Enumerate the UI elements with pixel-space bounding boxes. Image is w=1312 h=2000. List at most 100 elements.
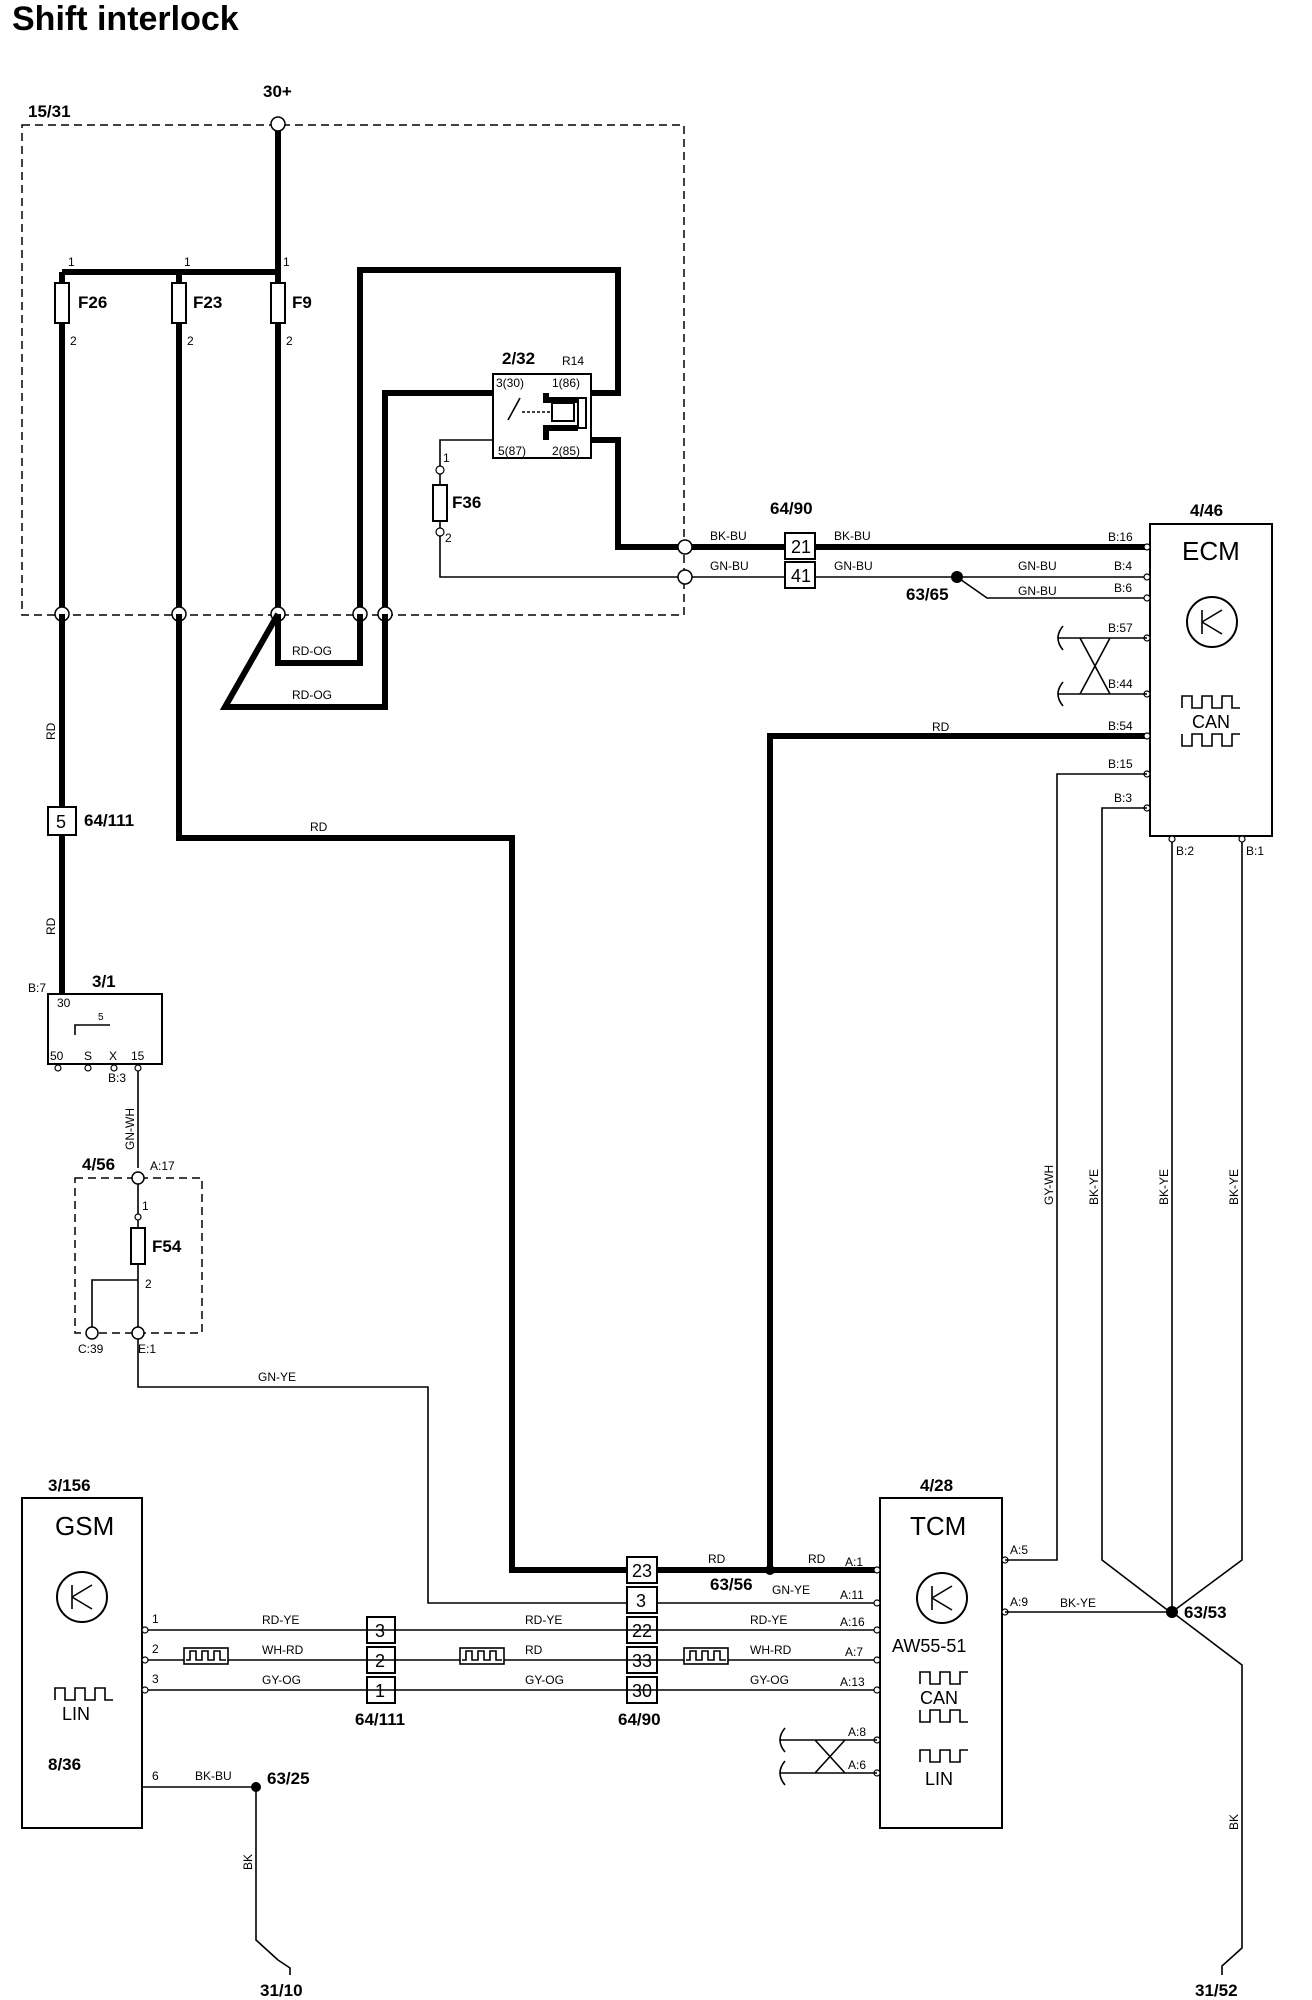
wire-rdog-2 <box>219 612 388 710</box>
gsm-transistor-icon <box>56 1571 108 1623</box>
f36-pin2-dot <box>435 527 445 537</box>
fuse-f26-label: F26 <box>78 293 107 312</box>
tcm-a11: A:11 <box>840 1588 864 1602</box>
ecm-b4: B:4 <box>1114 559 1132 573</box>
wire-label-bkbu-2: BK-BU <box>834 529 871 543</box>
wire-label-gyog-3: GY-OG <box>750 1673 789 1687</box>
wire-gnbu-b6 <box>956 576 1150 599</box>
conn-64-90-pin3-label: 3 <box>636 1591 646 1611</box>
module-4-56-pin-a17 <box>131 1171 145 1185</box>
wire-label-bkbu-3: BK-BU <box>195 1769 232 1783</box>
ecm-can-label: CAN <box>1192 712 1230 732</box>
wire-rd-ecm <box>767 733 1150 1573</box>
relay-int-86 <box>543 393 578 403</box>
ecm-b15: B:15 <box>1108 757 1133 771</box>
ignition-ps: S <box>84 1049 92 1063</box>
ignition-id: 3/1 <box>92 972 116 991</box>
conn-64-90-label-bottom: 64/90 <box>618 1710 661 1729</box>
relay-id: 2/32 <box>502 349 535 368</box>
fuse-f36-label: F36 <box>452 493 481 512</box>
ignition-pin-15 <box>134 1064 142 1072</box>
ecm-b54: B:54 <box>1108 719 1133 733</box>
conn-64-90-pin30-label: 30 <box>632 1681 652 1701</box>
ecm-name: ECM <box>1182 536 1240 566</box>
relay-pin86: 1(86) <box>552 376 580 390</box>
ignition-p15: 15 <box>131 1049 145 1063</box>
ground-31-52: 31/52 <box>1195 1981 1238 2000</box>
wire-relay-86 <box>357 267 621 614</box>
conn-64-90-pin41 <box>784 561 816 589</box>
ground-31-10-symbol <box>277 1959 291 1975</box>
wire-label-rd-1: RD <box>44 722 58 740</box>
conn-64-111-pin5-label: 5 <box>56 812 66 832</box>
wire-label-rd-2: RD <box>44 917 58 935</box>
f26-pin1: 1 <box>68 255 75 269</box>
gsm-transistor-symbol <box>71 1584 93 1610</box>
module-4-56-a17: A:17 <box>150 1159 175 1173</box>
splice-63-56 <box>765 1565 775 1575</box>
relay-resistor <box>577 397 587 429</box>
fuse-f23 <box>171 282 187 324</box>
wire-relay-30 <box>382 390 493 614</box>
module-4-56-e1: E:1 <box>138 1342 156 1356</box>
gsm-name: GSM <box>55 1511 114 1541</box>
wire-label-gnye-2: GN-YE <box>772 1583 810 1597</box>
fuse-f23-label: F23 <box>193 293 222 312</box>
ignition-p30: 30 <box>57 996 71 1010</box>
conn-64-111-pin1-label: 1 <box>375 1681 385 1701</box>
fuse-f26 <box>54 282 70 324</box>
supply-terminal <box>270 116 286 132</box>
conn-64-90-pin3 <box>626 1586 658 1614</box>
wire-label-rd-3: RD <box>310 820 328 834</box>
tcm-pins <box>873 1556 1009 1777</box>
ignition-switch-3-1 <box>47 993 163 1065</box>
wire-label-gnbu-1: GN-BU <box>710 559 749 573</box>
wire-bkye-b3 <box>1101 807 1171 1613</box>
f36-pin1: 1 <box>443 451 450 465</box>
splice-63-25-label: 63/25 <box>267 1769 310 1788</box>
f54-to-c39 <box>91 1279 138 1333</box>
wire-label-gnbu-4: GN-BU <box>1018 584 1057 598</box>
diagram-title: Shift interlock <box>12 0 239 38</box>
tcm-can-icon-2 <box>919 1709 968 1723</box>
conn-64-90-pin21-label: 21 <box>791 537 811 557</box>
tcm-a8: A:8 <box>848 1725 866 1739</box>
wire-label-gyog-2: GY-OG <box>525 1673 564 1687</box>
tcm-a16: A:16 <box>840 1615 865 1629</box>
wire-label-whrd-2: WH-RD <box>750 1643 792 1657</box>
conn-64-111-pin5 <box>47 806 77 836</box>
ecm-can-icon-1 <box>1181 695 1240 709</box>
wire-bk-ground <box>1171 1611 1243 1975</box>
tcm-transistor-symbol <box>931 1585 953 1611</box>
relay-coil <box>551 402 575 422</box>
gsm-module <box>21 1497 143 1829</box>
wire-relay-87 <box>439 439 493 470</box>
pulse-icon-3 <box>686 1650 726 1661</box>
tcm-name: TCM <box>910 1511 966 1541</box>
relay-pin85: 2(85) <box>552 444 580 458</box>
fuse-f9-label: F9 <box>292 293 312 312</box>
f54-pin2: 2 <box>145 1277 152 1291</box>
pulse-icon-1 <box>186 1650 226 1661</box>
gsm-p6: 6 <box>152 1769 159 1783</box>
wire-label-rd-7: RD <box>525 1643 543 1657</box>
wire-label-rdye-2: RD-YE <box>525 1613 562 1627</box>
ecm-b6: B:6 <box>1114 581 1132 595</box>
relay-pin30: 3(30) <box>496 376 524 390</box>
pulse-icons-whrd <box>183 1647 729 1665</box>
ecm-transistor-icon <box>1186 596 1238 648</box>
wire-gsm-ground <box>142 1786 279 1961</box>
wire-label-bkye-4: BK-YE <box>1060 1596 1096 1610</box>
ecm-b3: B:3 <box>1114 791 1132 805</box>
wire-label-rd-5: RD <box>708 1552 726 1566</box>
wire-bkbu <box>591 437 1150 550</box>
module-4-56-pin-e1 <box>131 1326 145 1340</box>
module-4-56-label: 4/56 <box>82 1155 115 1174</box>
f36-pin2: 2 <box>445 531 452 545</box>
ecm-b1: B:1 <box>1246 844 1264 858</box>
ground-31-10: 31/10 <box>260 1981 303 2000</box>
wire-label-bkye-2: BK-YE <box>1157 1169 1171 1205</box>
wire-label-gnye-1: GN-YE <box>258 1370 296 1384</box>
ecm-b44: B:44 <box>1108 677 1133 691</box>
tcm-a9: A:9 <box>1010 1595 1028 1609</box>
